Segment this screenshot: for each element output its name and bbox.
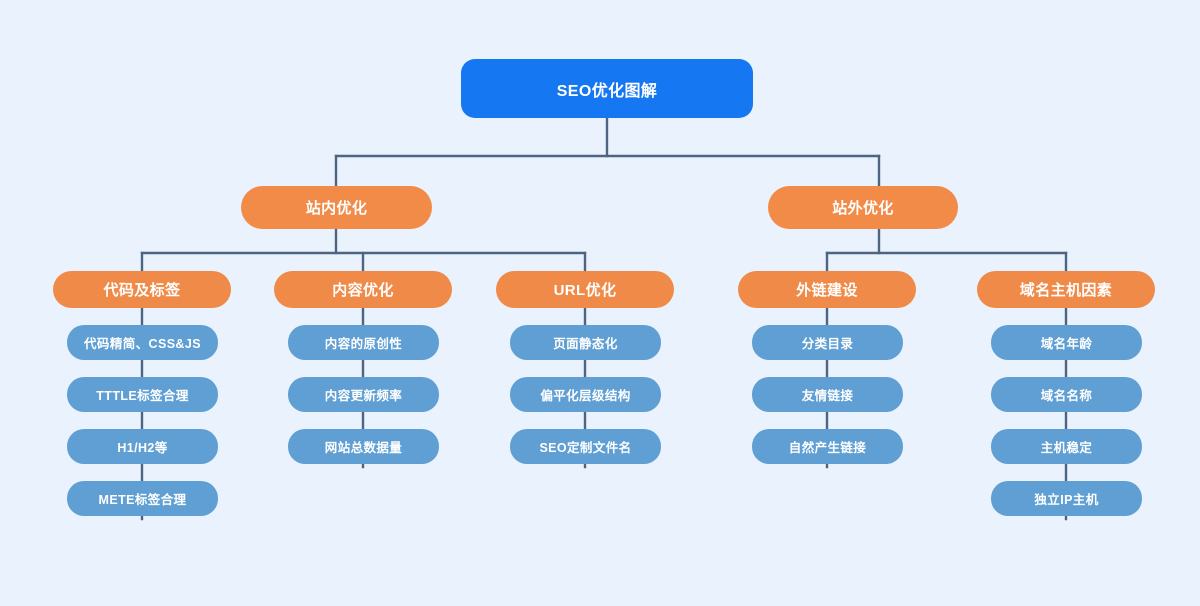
node-category-code-and-tags[interactable]: 代码及标签 [53,271,231,308]
node-leaf-directory-listing[interactable]: 分类目录 [752,325,903,360]
node-leaf-code-minify[interactable]: 代码精简、CSS&JS [67,325,218,360]
node-category-url-optimization[interactable]: URL优化 [496,271,674,308]
node-leaf-domain-name[interactable]: 域名名称 [991,377,1142,412]
node-category-content-optimization[interactable]: 内容优化 [274,271,452,308]
node-leaf-content-originality[interactable]: 内容的原创性 [288,325,439,360]
node-category-backlink-building[interactable]: 外链建设 [738,271,916,308]
node-leaf-natural-links[interactable]: 自然产生链接 [752,429,903,464]
node-leaf-h1-h2[interactable]: H1/H2等 [67,429,218,464]
node-leaf-total-site-data[interactable]: 网站总数据量 [288,429,439,464]
node-leaf-content-update-frequency[interactable]: 内容更新频率 [288,377,439,412]
node-branch-off-site[interactable]: 站外优化 [768,186,958,229]
node-leaf-flat-hierarchy[interactable]: 偏平化层级结构 [510,377,661,412]
node-leaf-host-stability[interactable]: 主机稳定 [991,429,1142,464]
node-leaf-title-tag[interactable]: TTTLE标签合理 [67,377,218,412]
node-leaf-friendly-links[interactable]: 友情链接 [752,377,903,412]
node-leaf-domain-age[interactable]: 域名年龄 [991,325,1142,360]
node-leaf-meta-tag[interactable]: METE标签合理 [67,481,218,516]
node-leaf-seo-filename[interactable]: SEO定制文件名 [510,429,661,464]
node-root[interactable]: SEO优化图解 [461,59,753,118]
node-category-domain-host-factors[interactable]: 域名主机因素 [977,271,1155,308]
node-leaf-dedicated-ip[interactable]: 独立IP主机 [991,481,1142,516]
node-leaf-static-pages[interactable]: 页面静态化 [510,325,661,360]
node-branch-on-site[interactable]: 站内优化 [241,186,432,229]
